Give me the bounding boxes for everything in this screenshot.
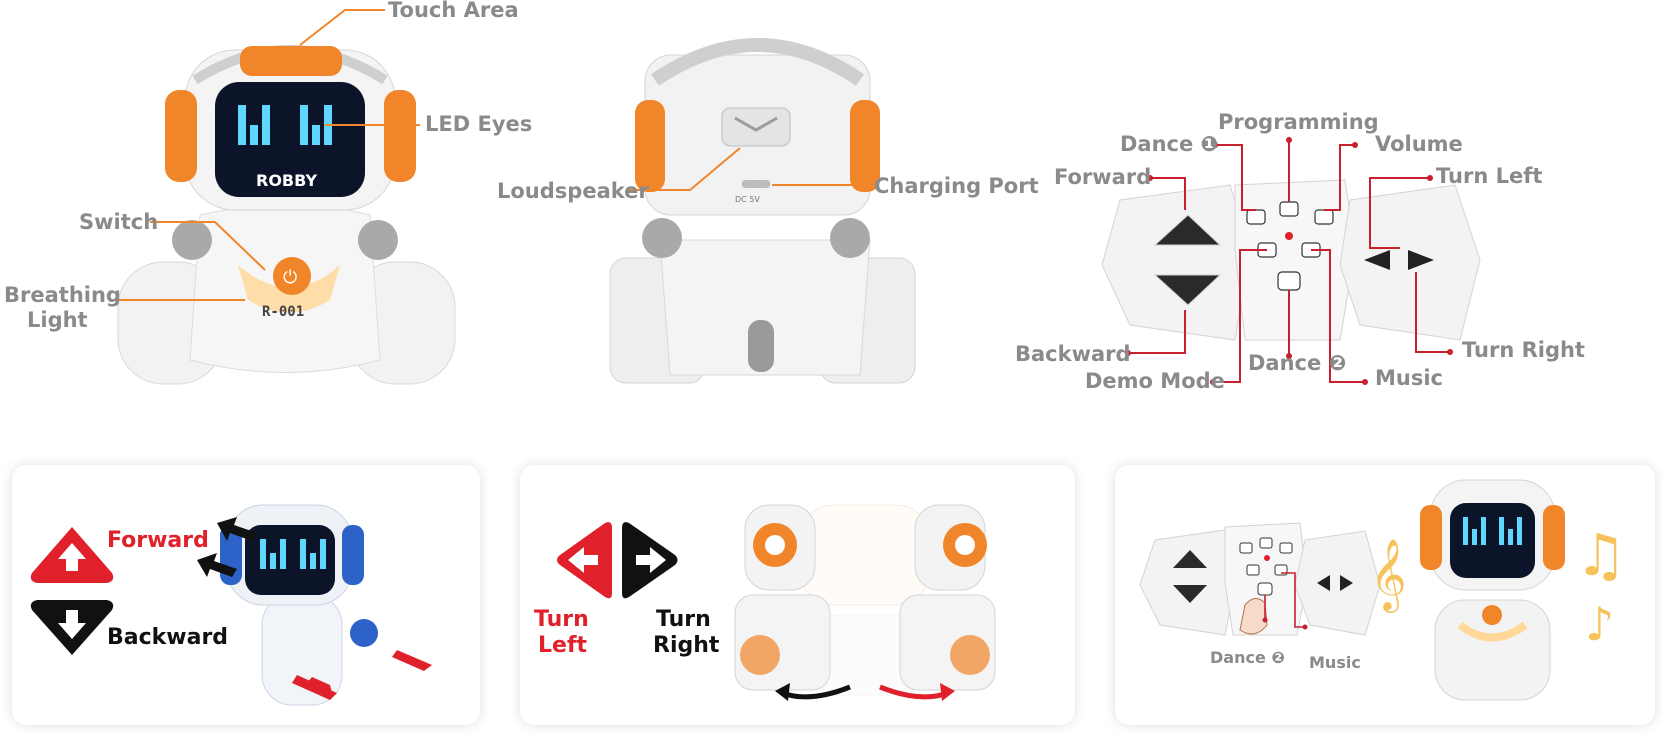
music-note-icon-1: 𝄞: [1370, 537, 1407, 613]
label-turn-left: Turn Left: [1436, 164, 1543, 188]
label-led-eyes: LED Eyes: [425, 112, 533, 136]
panel1-backward-label: Backward: [107, 625, 229, 650]
loudspeaker-grill: [721, 107, 791, 147]
right-arm: [358, 220, 398, 260]
label-turn-right: Turn Right: [1462, 338, 1585, 362]
panel2-turn-right-1: Turn: [656, 607, 711, 632]
remote-backward-button: [1153, 274, 1222, 306]
panel1-graphic: [30, 504, 432, 706]
label-backward: Backward: [1015, 342, 1131, 366]
label-forward: Forward: [1054, 165, 1152, 189]
touch-area-shape: [240, 46, 342, 76]
panel-forward-backward: Forward Backward: [12, 465, 480, 725]
dc-text: DC 5V: [735, 195, 760, 204]
remote-forward-button: [1153, 214, 1222, 246]
panel2-graphic: [557, 504, 996, 701]
robot-model-text: R-001: [262, 304, 304, 320]
robot-front-section: R-001 ⏻ ROBBY Touch Area LED Eyes Switch…: [0, 0, 560, 420]
robot-back-image: DC 5V: [609, 38, 916, 384]
robot-front-image: R-001 ⏻ ROBBY: [110, 9, 456, 385]
label-breathing: Breathing: [4, 283, 121, 307]
panel-turn: Turn Left Turn Right: [520, 465, 1075, 725]
label-dance2: Dance ❷: [1248, 351, 1347, 375]
switch-button-shape: [273, 257, 311, 295]
panel1-forward-label: Forward: [107, 528, 209, 553]
charging-port-shape: [742, 180, 770, 188]
robot-brand-text: ROBBY: [256, 171, 317, 190]
label-touch-area: Touch Area: [388, 0, 519, 22]
label-switch: Switch: [79, 210, 159, 234]
label-demo-mode: Demo Mode: [1085, 369, 1225, 393]
label-music: Music: [1375, 366, 1443, 390]
panel2-turn-left-1: Turn: [534, 607, 589, 632]
label-volume: Volume: [1375, 132, 1463, 156]
remote-section: Programming Dance ❶ Volume Forward Turn …: [1010, 100, 1665, 410]
panel3-dance2-label: Dance ❷: [1210, 648, 1285, 667]
music-note-icon-3: ♪: [1585, 597, 1614, 651]
panel3-graphic: 𝄞 ♫ ♪: [1139, 479, 1627, 701]
panel2-turn-right-2: Right: [653, 633, 720, 658]
right-headphone: [384, 90, 416, 182]
music-note-icon-2: ♫: [1575, 521, 1627, 589]
panel-dance-music: 𝄞 ♫ ♪ Dance ❷ Music: [1115, 465, 1655, 725]
panel2-turn-left-2: Left: [538, 633, 588, 658]
label-dance1: Dance ❶: [1120, 132, 1219, 156]
robot-back-section: DC 5V Loudspeaker Charging Port: [490, 0, 1039, 420]
left-arm: [172, 220, 212, 260]
left-headphone: [165, 90, 197, 182]
panel3-music-label: Music: [1309, 653, 1361, 672]
label-charging-port: Charging Port: [874, 174, 1039, 198]
label-programming: Programming: [1218, 110, 1379, 134]
svg-text:⏻: ⏻: [283, 267, 297, 288]
label-loudspeaker: Loudspeaker: [497, 179, 649, 203]
label-light: Light: [27, 308, 88, 332]
remote-turnleft-button: [1364, 250, 1390, 270]
remote-turnright-button: [1408, 250, 1434, 270]
remote-image: [1101, 137, 1481, 385]
